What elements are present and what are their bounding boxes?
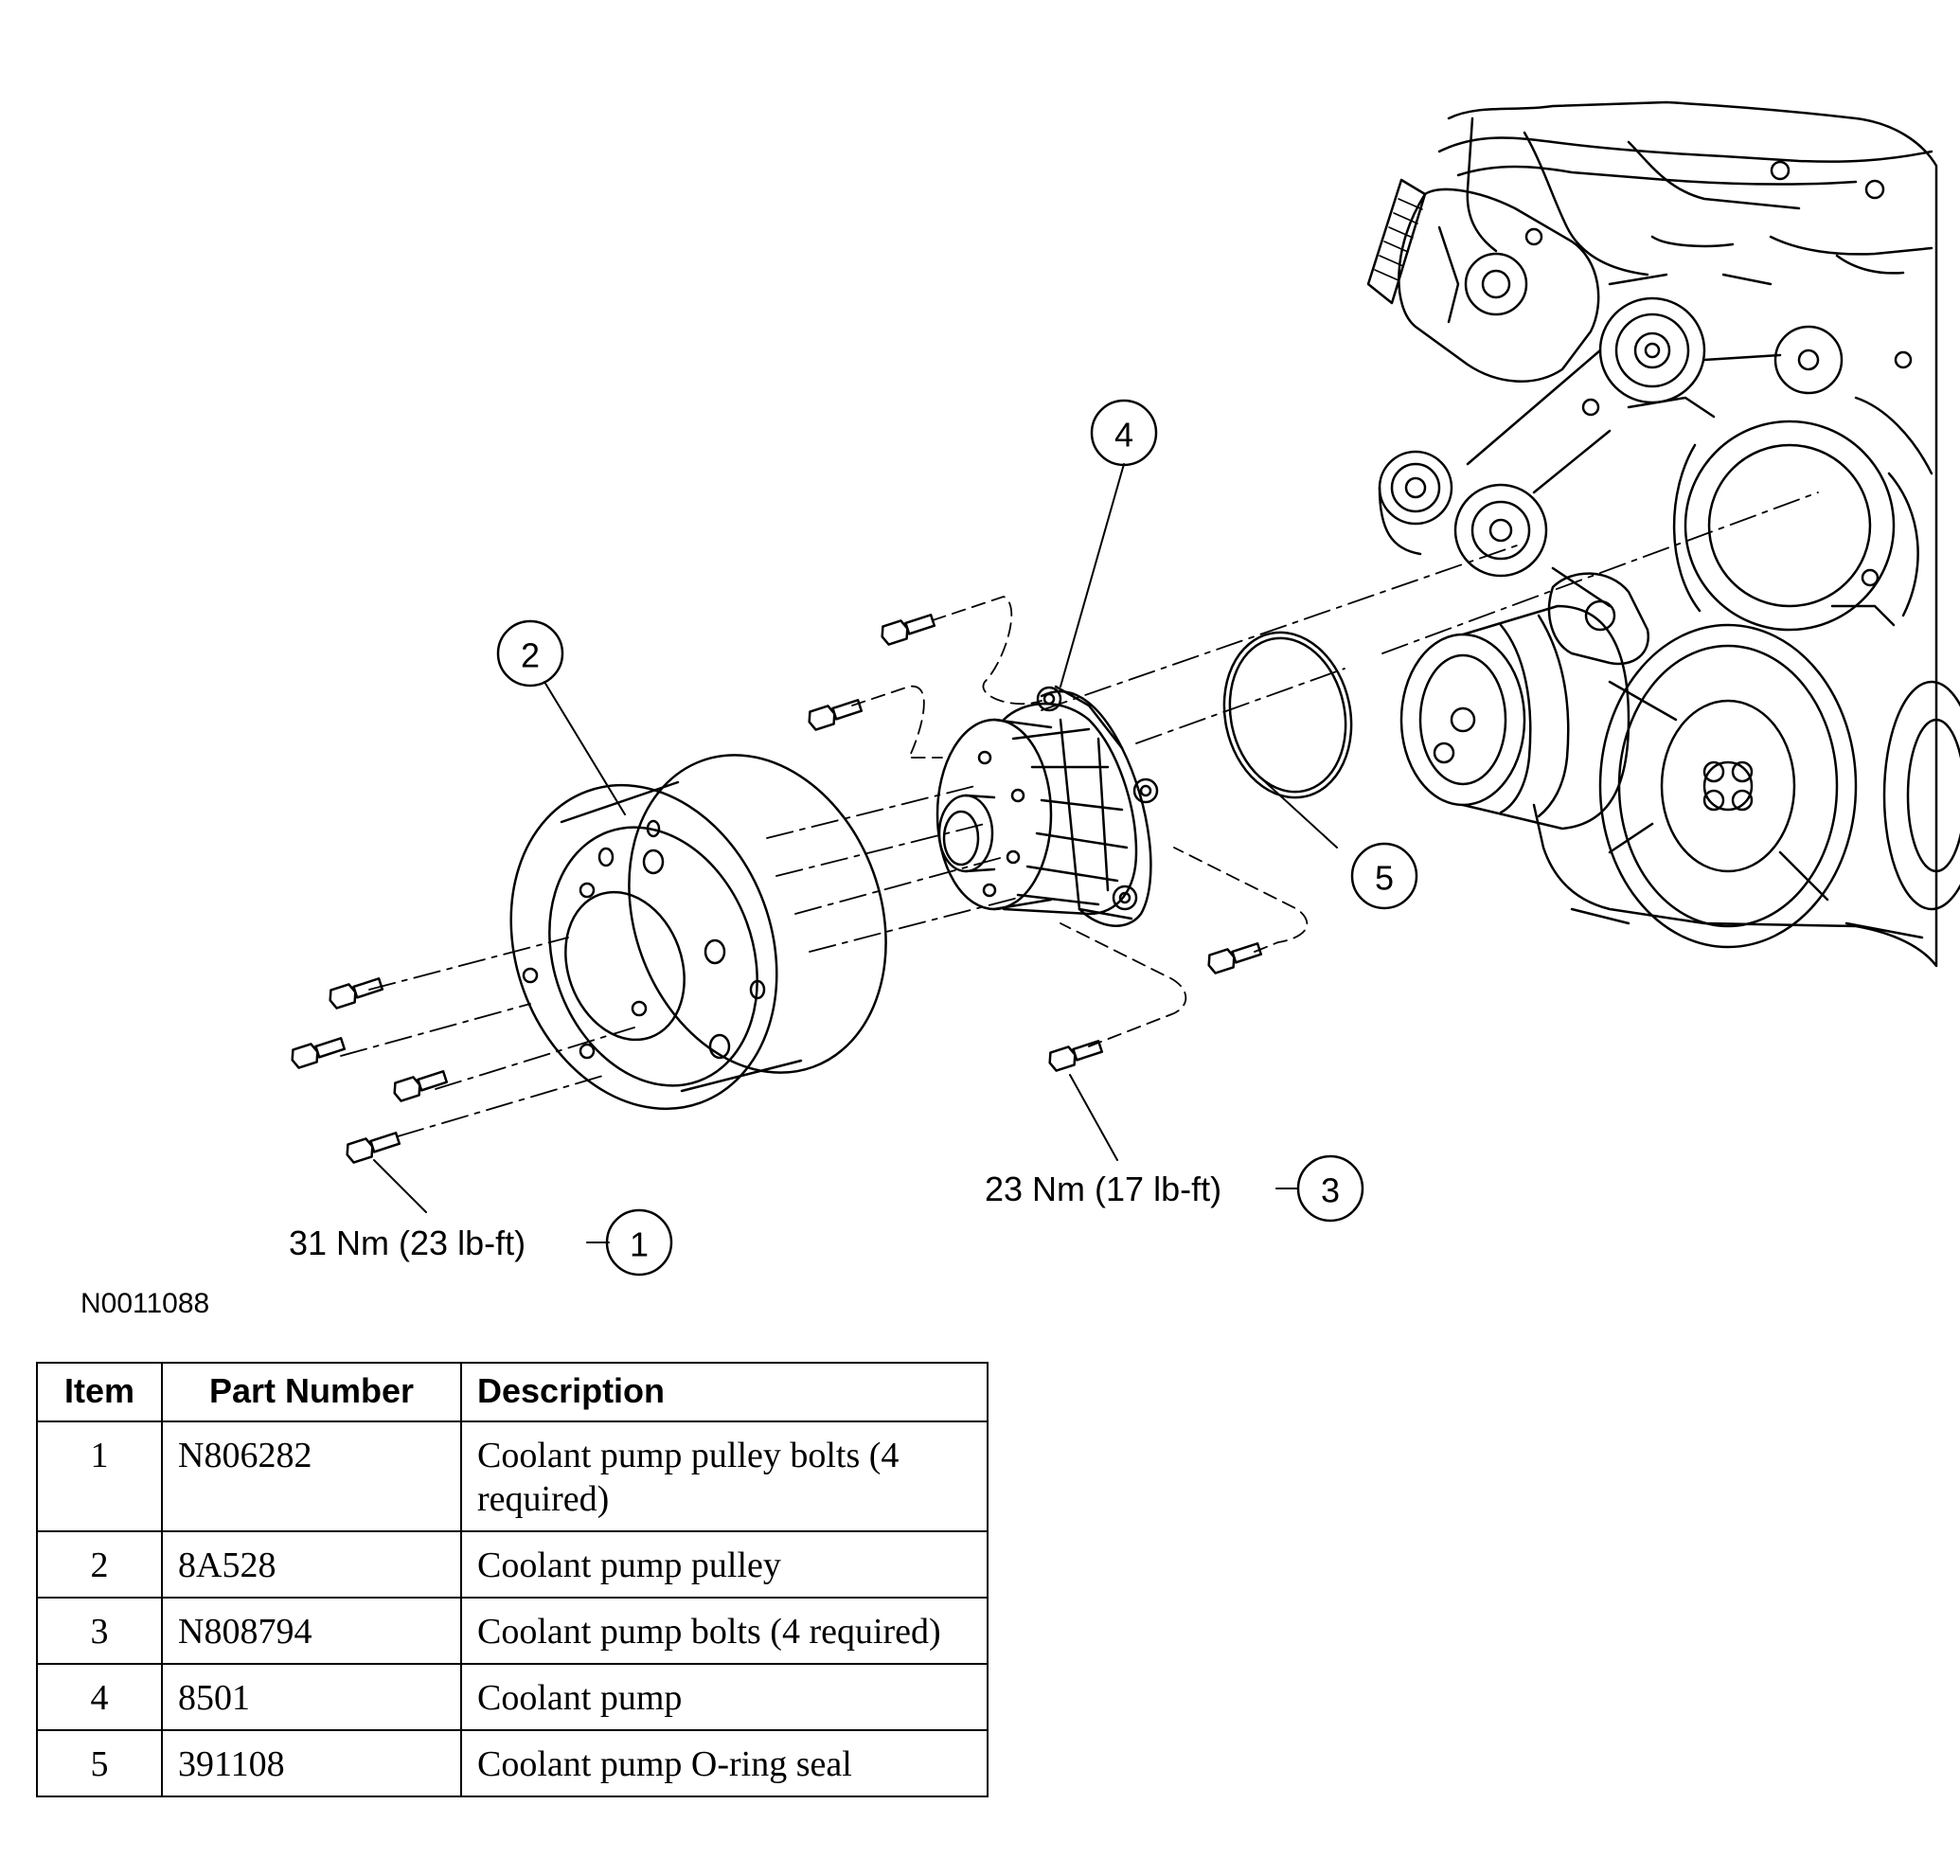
callout-3-circle	[1296, 1154, 1364, 1223]
column-header-description: Description	[460, 1362, 989, 1422]
cell-item: 3	[36, 1597, 163, 1665]
callout-circles	[496, 399, 1418, 1277]
callout-2-number: 2	[521, 636, 540, 675]
callout-5-circle	[1350, 842, 1418, 910]
cell-item: 2	[36, 1530, 163, 1599]
cell-description: Coolant pump pulley bolts (4 required)	[460, 1420, 989, 1532]
pump-bolts	[808, 614, 1263, 1072]
table-header-row: Item Part Number Description	[36, 1362, 989, 1422]
leader-lines	[373, 463, 1338, 1243]
alignment-lines	[340, 491, 1819, 1137]
cell-item: 1	[36, 1420, 163, 1532]
table-row: 3 N808794 Coolant pump bolts (4 required…	[36, 1597, 989, 1665]
coolant-pump-pulley	[509, 754, 887, 1111]
table-row: 5 391108 Coolant pump O-ring seal	[36, 1729, 989, 1797]
cell-part-number: 8A528	[161, 1530, 462, 1599]
figure-id: N0011088	[80, 1288, 210, 1319]
parts-table: Item Part Number Description 1 N806282 C…	[36, 1362, 989, 1797]
cell-part-number: N806282	[161, 1420, 462, 1532]
cell-description: Coolant pump bolts (4 required)	[460, 1597, 989, 1665]
callout-2-circle	[496, 619, 564, 688]
exploded-view-diagram: 2 4 5 1 3 31 Nm (23 lb-ft) 23 Nm (17 lb-…	[289, 100, 1960, 1277]
o-ring-seal	[1222, 631, 1353, 799]
pump-bolt-paths	[851, 596, 1309, 1047]
callout-3-number: 3	[1321, 1171, 1340, 1210]
coolant-pump	[935, 685, 1159, 927]
table-row: 2 8A528 Coolant pump pulley	[36, 1530, 989, 1599]
cell-description: Coolant pump O-ring seal	[460, 1729, 989, 1797]
callout-5-number: 5	[1375, 859, 1394, 898]
callout-1-circle	[605, 1208, 673, 1277]
cell-part-number: N808794	[161, 1597, 462, 1665]
engine-illustration	[1366, 100, 1960, 968]
callout-4-circle	[1090, 399, 1158, 467]
cell-part-number: 391108	[161, 1729, 462, 1797]
table-row: 4 8501 Coolant pump	[36, 1663, 989, 1731]
table-row: 1 N806282 Coolant pump pulley bolts (4 r…	[36, 1420, 989, 1532]
cell-item: 5	[36, 1729, 163, 1797]
column-header-item: Item	[36, 1362, 163, 1422]
cell-description: Coolant pump pulley	[460, 1530, 989, 1599]
callout-1-number: 1	[630, 1225, 649, 1264]
cell-item: 4	[36, 1663, 163, 1731]
torque-spec-item-1: 31 Nm (23 lb-ft)	[289, 1224, 526, 1262]
torque-spec-item-3: 23 Nm (17 lb-ft)	[985, 1170, 1221, 1208]
callout-4-number: 4	[1114, 416, 1133, 455]
cell-part-number: 8501	[161, 1663, 462, 1731]
column-header-part-number: Part Number	[161, 1362, 462, 1422]
cell-description: Coolant pump	[460, 1663, 989, 1731]
pulley-bolts	[291, 977, 449, 1164]
